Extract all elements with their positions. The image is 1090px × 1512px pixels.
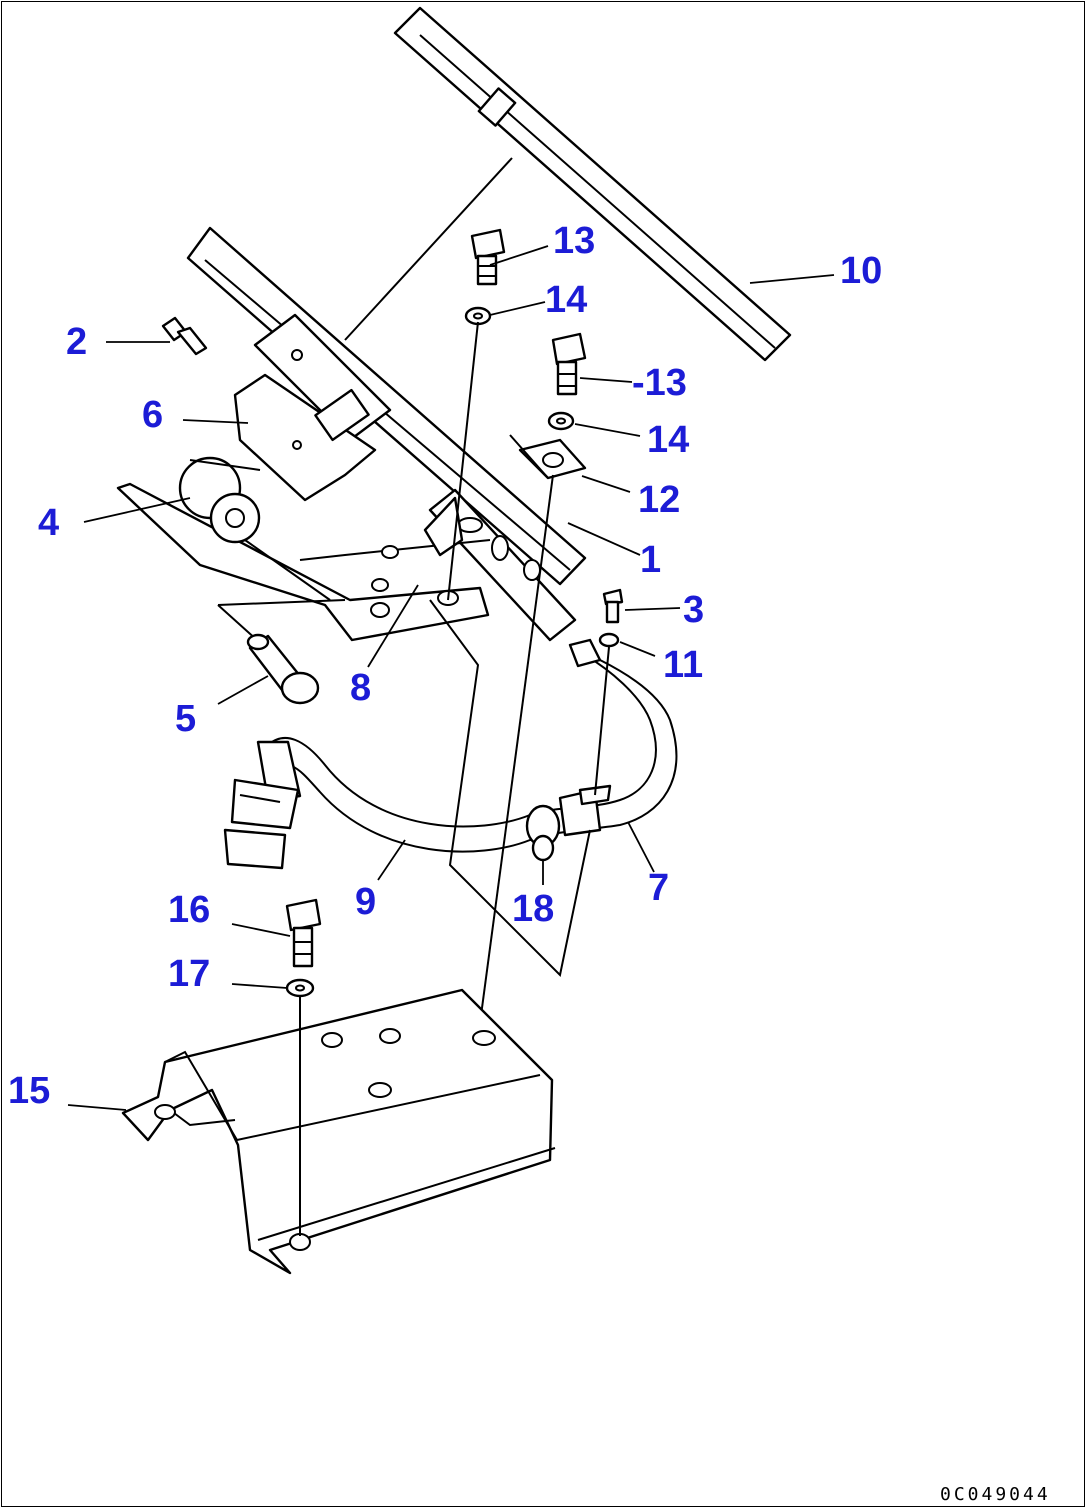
callout-16: 16	[168, 889, 210, 931]
part-11-washer	[598, 632, 620, 648]
part-10-rail	[393, 6, 792, 362]
callout-8: 8	[350, 667, 371, 709]
part-7-clip	[525, 784, 612, 848]
callout-10: 10	[840, 250, 882, 292]
drawing-code: 0C049044	[940, 1484, 1051, 1505]
callout-6: 6	[142, 394, 163, 436]
part-6-actuator	[233, 313, 392, 502]
callout-1: 1	[640, 539, 661, 581]
callout-13-upper: 13	[553, 220, 595, 262]
callout-5: 5	[175, 698, 196, 740]
callout-14-lower: 14	[647, 419, 689, 461]
part-18-grommet	[531, 834, 555, 862]
callout-13-lower: -13	[632, 362, 687, 404]
callout-2: 2	[66, 321, 87, 363]
callout-18: 18	[512, 888, 554, 930]
part-13-bolt-upper	[470, 228, 506, 286]
callout-4: 4	[38, 502, 59, 544]
part-17-washer	[285, 978, 315, 998]
callout-11: 11	[663, 644, 703, 686]
part-13-bolt-lower	[551, 332, 587, 396]
part-16-bolt	[285, 898, 322, 968]
part-14-washer-upper	[464, 306, 492, 326]
callout-12: 12	[638, 479, 680, 521]
part-2-bolt	[161, 316, 208, 356]
callout-14-upper: 14	[545, 279, 587, 321]
leader-lines	[67, 245, 835, 1111]
callout-labels: 1 2 3 4 5 6 7 8 9 10 11 12 13 -13 14 14 …	[8, 220, 882, 1112]
callout-3: 3	[683, 589, 704, 631]
part-9-harness	[223, 638, 678, 870]
callout-15: 15	[8, 1070, 50, 1112]
part-5-pin	[217, 599, 346, 705]
part-12-plate	[509, 434, 587, 480]
callout-17: 17	[168, 953, 210, 995]
part-14-washer-lower	[547, 411, 575, 431]
part-4-hinge-bracket	[116, 456, 491, 642]
callout-9: 9	[355, 881, 376, 923]
part-15-floor-bracket	[121, 988, 556, 1275]
part-3-bolt	[602, 588, 624, 624]
callout-7: 7	[648, 867, 669, 909]
